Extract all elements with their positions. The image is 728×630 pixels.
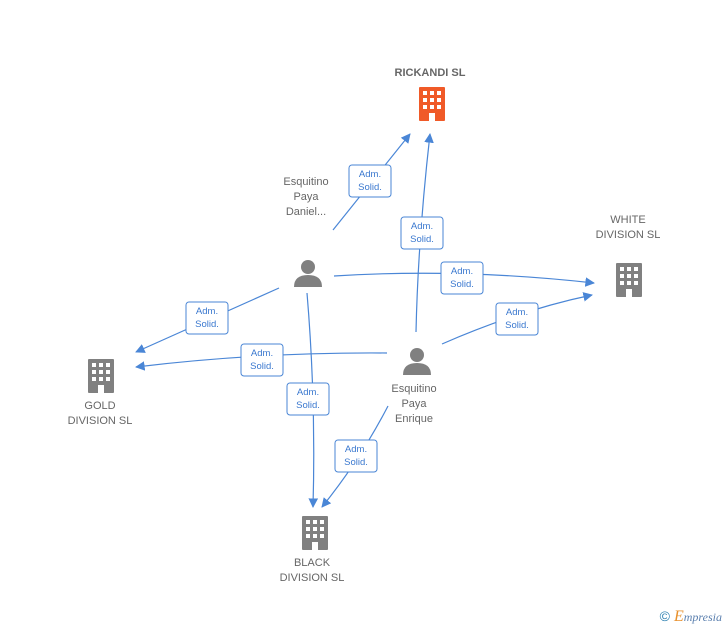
role-badge-text: Adm.	[345, 444, 367, 455]
role-badge-text: Adm.	[411, 221, 433, 232]
node-label: Esquitino	[391, 383, 436, 395]
role-badges-layer: Adm. Solid. Adm. Solid. Adm. Solid. Adm. Solid.…	[185, 164, 539, 473]
role-badge-text: Adm.	[451, 266, 473, 277]
role-badge-text: Adm.	[297, 387, 319, 398]
role-badge-box	[400, 216, 444, 250]
node-gold[interactable]: GOLD DIVISION SL	[68, 359, 133, 427]
role-badge-text: Adm.	[359, 169, 381, 180]
node-label: GOLD	[84, 400, 115, 412]
building-icon	[419, 87, 445, 121]
node-label: RICKANDI SL	[395, 67, 466, 79]
role-badge[interactable]: Adm. Solid.	[440, 261, 484, 295]
role-badge-text: Solid.	[250, 361, 274, 372]
building-icon	[616, 263, 642, 297]
role-badge-text: Solid.	[410, 234, 434, 245]
role-badge[interactable]: Adm. Solid.	[495, 302, 539, 336]
node-label: Daniel...	[286, 206, 326, 218]
role-badge[interactable]: Adm. Solid.	[400, 216, 444, 250]
role-badge-box	[286, 382, 330, 416]
role-badge[interactable]: Adm. Solid.	[286, 382, 330, 416]
role-badge-text: Solid.	[296, 400, 320, 411]
role-badge-text: Adm.	[251, 348, 273, 359]
role-badge-box	[495, 302, 539, 336]
role-badge-box	[348, 164, 392, 198]
building-icon	[302, 516, 328, 550]
person-icon	[294, 260, 322, 287]
node-rickandi[interactable]: RICKANDI SL	[395, 67, 466, 121]
role-badge-text: Adm.	[196, 306, 218, 317]
role-badge-text: Solid.	[195, 319, 219, 330]
role-badge[interactable]: Adm. Solid.	[348, 164, 392, 198]
node-label: BLACK	[294, 557, 331, 569]
role-badge-box	[334, 439, 378, 473]
role-badge-text: Adm.	[506, 307, 528, 318]
node-daniel[interactable]: EsquitinoPayaDaniel...	[283, 176, 329, 287]
brand-name: mpresia	[683, 610, 722, 624]
role-badge[interactable]: Adm. Solid.	[334, 439, 378, 473]
role-badge-text: Solid.	[450, 279, 474, 290]
role-badge-box	[240, 343, 284, 377]
empresia-brand[interactable]: ©Empresia	[660, 608, 722, 626]
node-label: Paya	[401, 398, 427, 410]
role-badge-text: Solid.	[358, 182, 382, 193]
node-label: DIVISION SL	[596, 229, 661, 241]
node-white[interactable]: WHITE DIVISION SL	[596, 214, 661, 297]
node-black[interactable]: BLACK DIVISION SL	[280, 516, 345, 584]
node-label: Paya	[293, 191, 319, 203]
role-badge-text: Solid.	[505, 320, 529, 331]
node-label: DIVISION SL	[68, 415, 133, 427]
nodes-layer: RICKANDI SL WHITE DIVISION SL GOLD DIVISION …	[68, 67, 661, 584]
node-label: Esquitino	[283, 176, 328, 188]
role-badge-box	[440, 261, 484, 295]
building-icon	[88, 359, 114, 393]
role-badge-box	[185, 301, 229, 335]
person-icon	[403, 348, 431, 375]
node-label: DIVISION SL	[280, 572, 345, 584]
copyright-symbol: ©	[659, 608, 670, 624]
brand-first-letter: E	[673, 608, 684, 625]
role-badge[interactable]: Adm. Solid.	[240, 343, 284, 377]
role-badge-text: Solid.	[344, 457, 368, 468]
role-badge[interactable]: Adm. Solid.	[185, 301, 229, 335]
node-label: Enrique	[395, 413, 433, 425]
node-label: WHITE	[610, 214, 645, 226]
